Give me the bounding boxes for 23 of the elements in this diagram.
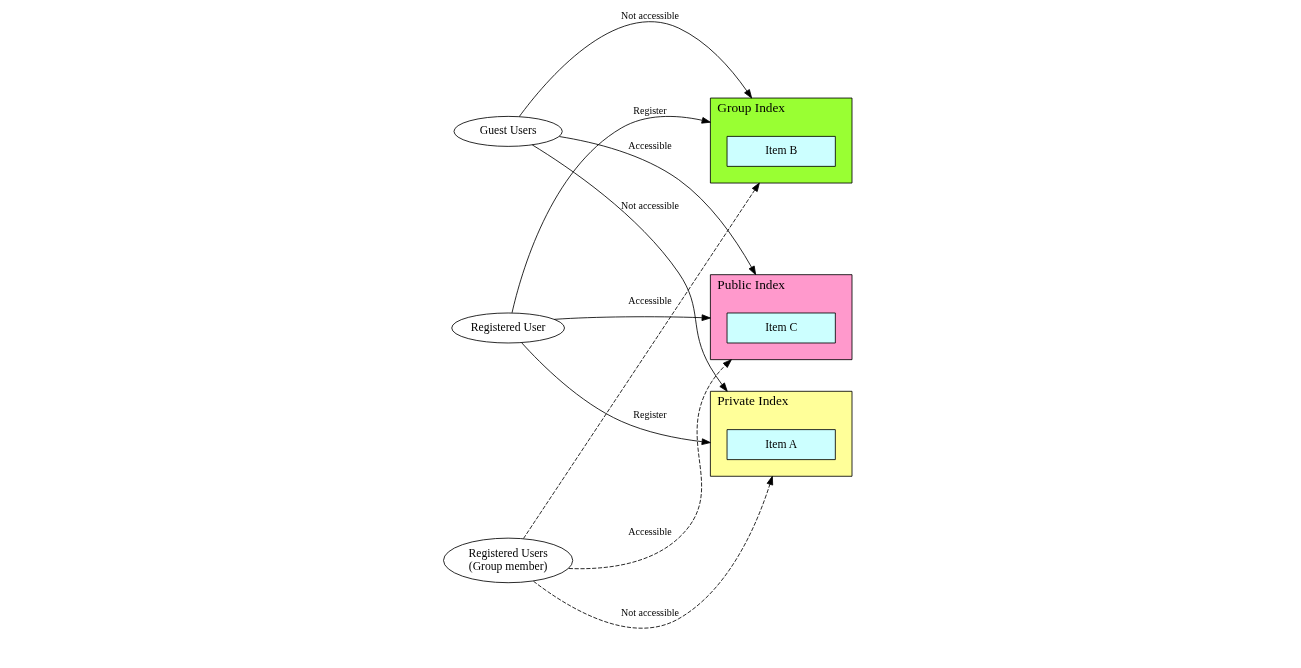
node-ellipse: Registered Users (Group member) [442, 537, 573, 584]
edge-label: Accessible [627, 295, 672, 307]
arrow [511, 116, 711, 314]
edge-label: Not accessible [620, 199, 679, 211]
edge-label: Register [632, 105, 667, 117]
arrow [553, 314, 711, 321]
edge-label: Not accessible [620, 10, 679, 22]
node-ellipse: Registered User [450, 312, 565, 344]
node-box: Item A [726, 429, 836, 461]
edge-label: Not accessible [620, 606, 679, 618]
edge-label: Accessible [627, 526, 672, 538]
arrow [518, 21, 752, 118]
arrow [558, 136, 756, 276]
node-box: Item C [726, 312, 836, 344]
node-ellipse: Guest Users [453, 115, 563, 147]
node-box: Item B [726, 135, 836, 167]
arrow [531, 144, 728, 392]
edge-label: Register [632, 409, 667, 421]
arrow [522, 182, 760, 539]
edge-label: Accessible [627, 140, 672, 152]
arrow [532, 475, 773, 629]
arrow [567, 359, 732, 570]
arrow [520, 342, 711, 445]
